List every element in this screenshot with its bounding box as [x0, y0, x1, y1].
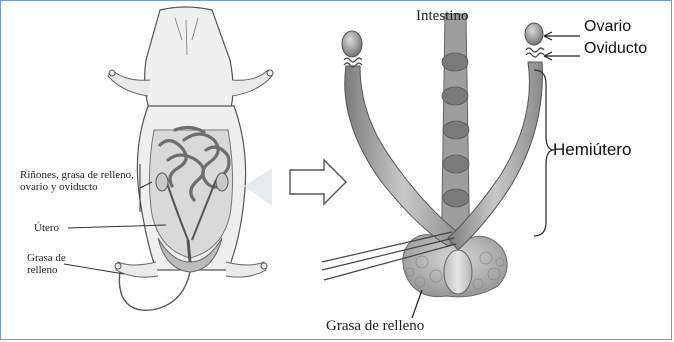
right-arrow-icon — [290, 160, 346, 204]
label-ovary: Ovario — [584, 18, 631, 36]
light-cone — [244, 168, 272, 206]
label-intestine: Intestino — [416, 8, 469, 25]
uterus-detail — [322, 14, 580, 318]
mouse-dissection — [108, 7, 273, 310]
label-uterus: Útero — [34, 222, 59, 234]
mouse-hind-limb-right — [226, 262, 266, 277]
label-oviduct: Oviducto — [584, 40, 647, 58]
uterine-body — [444, 250, 472, 294]
label-fat-right: Grasa de relleno — [326, 318, 424, 335]
mouse-front-limb-right — [232, 70, 272, 96]
mouse-tail — [119, 272, 190, 310]
mouse-head — [145, 7, 233, 112]
mouse-hind-limb-left — [116, 262, 158, 277]
label-kidney-group: Riñones, grasa de relleno, ovario y ovid… — [20, 169, 140, 193]
label-hemiuterus: Hemiútero — [553, 140, 631, 160]
right-ovary — [525, 23, 543, 45]
label-fat-left: Grasa de relleno — [27, 252, 87, 276]
left-ovary — [342, 31, 362, 57]
